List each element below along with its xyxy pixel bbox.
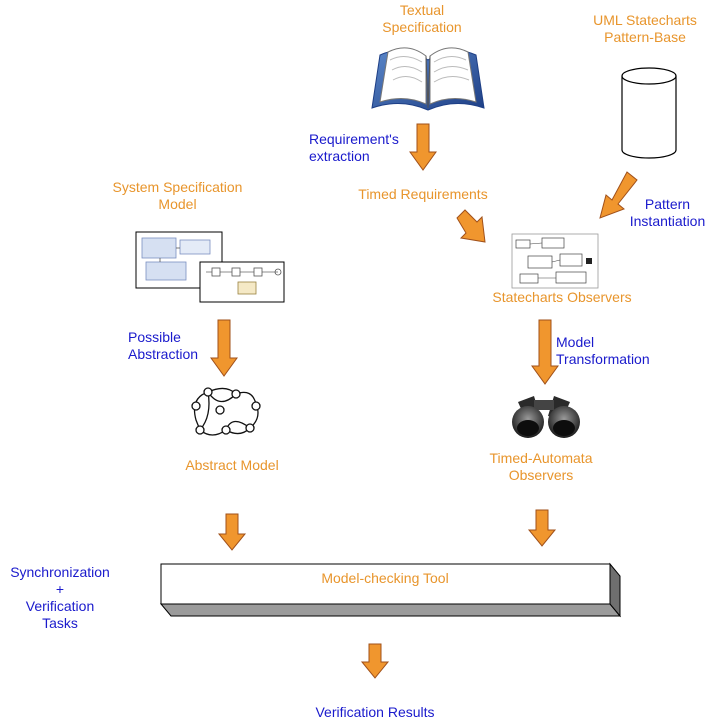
arrow-timed-to-tool xyxy=(527,509,557,547)
abstract-model-label: Abstract Model xyxy=(185,457,279,473)
model-checking-tool-label: Model-checking Tool xyxy=(321,570,449,586)
binoculars-icon xyxy=(512,396,580,438)
arrow-abstract-to-tool xyxy=(217,513,247,551)
arrows xyxy=(210,123,638,679)
book-icon xyxy=(371,47,485,111)
arrow-base-to-statecharts xyxy=(599,171,638,219)
model-checking-tool-box xyxy=(159,562,622,618)
database-icon xyxy=(621,67,677,159)
arrow-text-to-req xyxy=(409,123,437,171)
abstract-graph-icon xyxy=(191,387,261,436)
system-model-thumbnail xyxy=(135,231,285,303)
statecharts-observers-label: Statecharts Observers xyxy=(492,289,632,305)
arrow-statecharts-to-timed xyxy=(531,319,559,385)
verification-results-label: Verification Results xyxy=(315,704,435,720)
statechart-thumbnail xyxy=(511,233,599,289)
arrow-system-to-abstract xyxy=(210,319,238,377)
timed-requirements-label: Timed Requirements xyxy=(358,186,488,202)
arrow-req-to-statecharts xyxy=(456,209,486,243)
arrow-tool-to-results xyxy=(360,643,390,679)
